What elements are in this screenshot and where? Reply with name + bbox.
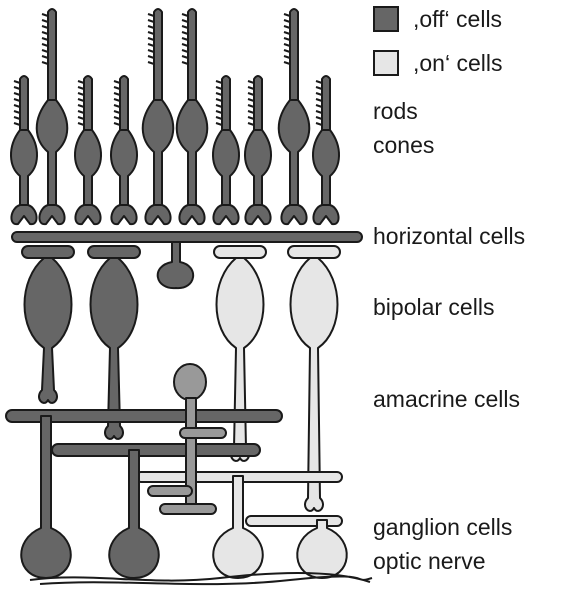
cone-synaptic-foot: [312, 204, 340, 226]
amacrine-cell: [147, 363, 227, 515]
cone-cell: [10, 75, 38, 226]
amacrine-branch: [147, 485, 193, 497]
on-ganglion-cell: [296, 519, 348, 579]
on-bipolar-cell-body: [289, 257, 339, 512]
horizontal-cell-body: [156, 241, 195, 290]
off-cells-legend-label: ,off‘ cells: [413, 6, 503, 32]
rod-outer-segment: [153, 8, 163, 101]
cone-synaptic-foot: [110, 204, 138, 226]
optic-nerve-fibers: [29, 572, 373, 586]
bipolar-cells-label: bipolar cells: [373, 294, 495, 320]
cone-cell: [110, 75, 138, 226]
cone-outer-segment: [221, 75, 231, 131]
cone-synaptic-foot: [244, 204, 272, 226]
rod-comb: [283, 13, 291, 65]
rod-cell-body: [141, 99, 175, 206]
on-bipolar-cell: [287, 245, 341, 512]
on-ganglion-cell: [212, 475, 264, 579]
amacrine-branch: [179, 427, 227, 439]
off-ganglion-dendrite: [5, 409, 283, 423]
cone-cell: [244, 75, 272, 226]
bipolar-layer: [21, 241, 341, 512]
on-ganglion-cell-body: [212, 475, 264, 579]
ganglion-layer: [20, 415, 348, 579]
cone-outer-segment: [119, 75, 129, 131]
rod-synaptic-foot: [38, 204, 66, 226]
rod-cell: [35, 8, 69, 226]
cone-cell-body: [244, 129, 272, 206]
off-cells-swatch: [373, 6, 399, 32]
off-bipolar-cell-body: [89, 257, 139, 440]
cone-cell-body: [212, 129, 240, 206]
amacrine-cell-body: [173, 363, 207, 401]
rod-cell: [277, 8, 311, 226]
rod-synaptic-foot: [178, 204, 206, 226]
inner-plexiform-layer: [5, 363, 343, 527]
cone-cell-body: [110, 129, 138, 206]
ganglion-cells-label: ganglion cells: [373, 514, 513, 540]
off-bipolar-cell-body: [23, 257, 73, 404]
amacrine-branch: [159, 503, 217, 515]
cone-comb: [113, 80, 121, 126]
on-bipolar-cell: [213, 245, 267, 462]
rod-outer-segment: [289, 8, 299, 101]
on-bipolar-cell-dendrite: [213, 245, 267, 259]
cone-cell-body: [74, 129, 102, 206]
cone-comb: [13, 80, 21, 126]
cone-comb: [77, 80, 85, 126]
cone-synaptic-foot: [212, 204, 240, 226]
cone-comb: [215, 80, 223, 126]
rod-comb: [181, 13, 189, 65]
cone-cell: [74, 75, 102, 226]
photoreceptor-layer: [10, 8, 340, 226]
horizontal-cell-bar: [11, 231, 363, 243]
rod-synaptic-foot: [280, 204, 308, 226]
cone-comb: [315, 80, 323, 126]
cone-synaptic-foot: [10, 204, 38, 226]
off-ganglion-cell: [20, 415, 72, 579]
rod-cell-body: [175, 99, 209, 206]
cone-comb: [247, 80, 255, 126]
rod-outer-segment: [47, 8, 57, 101]
cone-cell: [312, 75, 340, 226]
off-bipolar-cell: [21, 245, 75, 404]
amacrine-cells-label: amacrine cells: [373, 386, 520, 412]
cone-outer-segment: [253, 75, 263, 131]
cone-outer-segment: [83, 75, 93, 131]
cone-cell-body: [312, 129, 340, 206]
off-bipolar-cell-dendrite: [87, 245, 141, 259]
off-ganglion-cell: [108, 449, 160, 579]
rods-label: rods: [373, 98, 418, 124]
rod-cell: [141, 8, 175, 226]
rod-comb: [41, 13, 49, 65]
on-cells-legend-label: ,on‘ cells: [413, 50, 503, 76]
cone-synaptic-foot: [74, 204, 102, 226]
off-ganglion-cell-body: [108, 449, 160, 579]
rod-cell: [175, 8, 209, 226]
rod-comb: [147, 13, 155, 65]
off-ganglion-dendrite: [51, 443, 261, 457]
on-bipolar-cell-dendrite: [287, 245, 341, 259]
horizontal-cells-label: horizontal cells: [373, 223, 526, 249]
cone-outer-segment: [321, 75, 331, 131]
rod-cell-body: [277, 99, 311, 206]
cone-outer-segment: [19, 75, 29, 131]
on-ganglion-cell-body: [296, 519, 348, 579]
optic-nerve-label: optic nerve: [373, 548, 486, 574]
on-cells-swatch: [373, 50, 399, 76]
cone-cell: [212, 75, 240, 226]
cone-cell-body: [10, 129, 38, 206]
rod-cell-body: [35, 99, 69, 206]
off-ganglion-cell-body: [20, 415, 72, 579]
on-bipolar-cell-body: [215, 257, 265, 462]
off-bipolar-cell-dendrite: [21, 245, 75, 259]
off-bipolar-cell: [87, 245, 141, 440]
rod-outer-segment: [187, 8, 197, 101]
cones-label: cones: [373, 132, 435, 158]
rod-synaptic-foot: [144, 204, 172, 226]
